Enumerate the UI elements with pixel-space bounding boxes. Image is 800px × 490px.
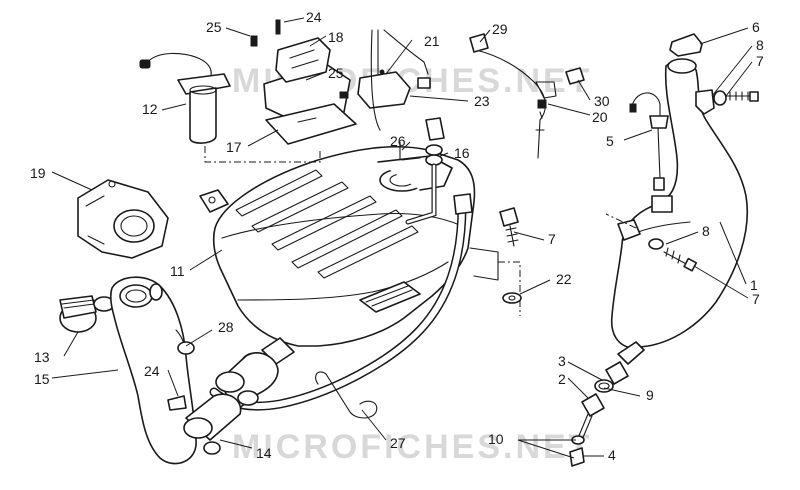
callout-17: 17 bbox=[226, 139, 242, 155]
callout-11: 11 bbox=[170, 263, 185, 279]
callout-1: 1 bbox=[750, 277, 758, 293]
callout-26: 26 bbox=[390, 133, 406, 149]
callout-10: 10 bbox=[488, 431, 504, 447]
callout-4: 4 bbox=[608, 447, 616, 463]
callout-23: 23 bbox=[474, 93, 490, 109]
callout-24-left: 24 bbox=[144, 363, 160, 379]
callout-24-top: 24 bbox=[306, 9, 322, 25]
callout-19: 19 bbox=[30, 165, 46, 181]
level-sensor bbox=[629, 92, 673, 213]
heat-shield bbox=[77, 179, 169, 259]
auxiliary-tank bbox=[605, 33, 759, 365]
callout-labels: 1 2 3 4 5 6 7 7 7 8 8 9 10 11 12 13 14 1… bbox=[30, 9, 764, 463]
callout-12: 12 bbox=[142, 101, 158, 117]
electrical-bracket bbox=[250, 19, 357, 145]
callout-2: 2 bbox=[558, 371, 566, 387]
leader-lines bbox=[51, 17, 753, 459]
main-tank bbox=[199, 145, 521, 372]
callout-28: 28 bbox=[218, 319, 234, 335]
center-bolt bbox=[499, 207, 522, 304]
callout-29: 29 bbox=[492, 21, 508, 37]
callout-21: 21 bbox=[424, 33, 440, 49]
fuel-sender-unit bbox=[139, 52, 321, 163]
callout-14: 14 bbox=[256, 445, 272, 461]
callout-22: 22 bbox=[556, 271, 572, 287]
breather-line bbox=[370, 29, 585, 159]
callout-25-mid: 25 bbox=[328, 65, 344, 81]
drain-fittings bbox=[569, 361, 629, 467]
callout-18: 18 bbox=[328, 29, 344, 45]
callout-6: 6 bbox=[752, 19, 760, 35]
callout-16: 16 bbox=[454, 145, 470, 161]
callout-8-right: 8 bbox=[702, 223, 710, 239]
callout-7-right: 7 bbox=[752, 291, 760, 307]
hose-hook bbox=[315, 371, 378, 419]
callout-15: 15 bbox=[34, 371, 50, 387]
callout-8-top: 8 bbox=[756, 37, 764, 53]
outlet-couplings bbox=[183, 352, 279, 455]
vent-valve bbox=[399, 117, 445, 225]
callout-9: 9 bbox=[646, 387, 654, 403]
hose-fitting bbox=[453, 193, 473, 215]
callout-5: 5 bbox=[606, 133, 614, 149]
callout-7-center: 7 bbox=[548, 231, 556, 247]
callout-13: 13 bbox=[34, 349, 50, 365]
callout-20: 20 bbox=[592, 109, 608, 125]
watermark: MICROFICHES.NET bbox=[232, 428, 592, 466]
callout-27: 27 bbox=[390, 435, 406, 451]
callout-3: 3 bbox=[558, 353, 566, 369]
callout-7-top: 7 bbox=[756, 53, 764, 69]
filler-assembly bbox=[59, 276, 197, 465]
callout-30: 30 bbox=[594, 93, 610, 109]
callout-25-top: 25 bbox=[206, 19, 222, 35]
